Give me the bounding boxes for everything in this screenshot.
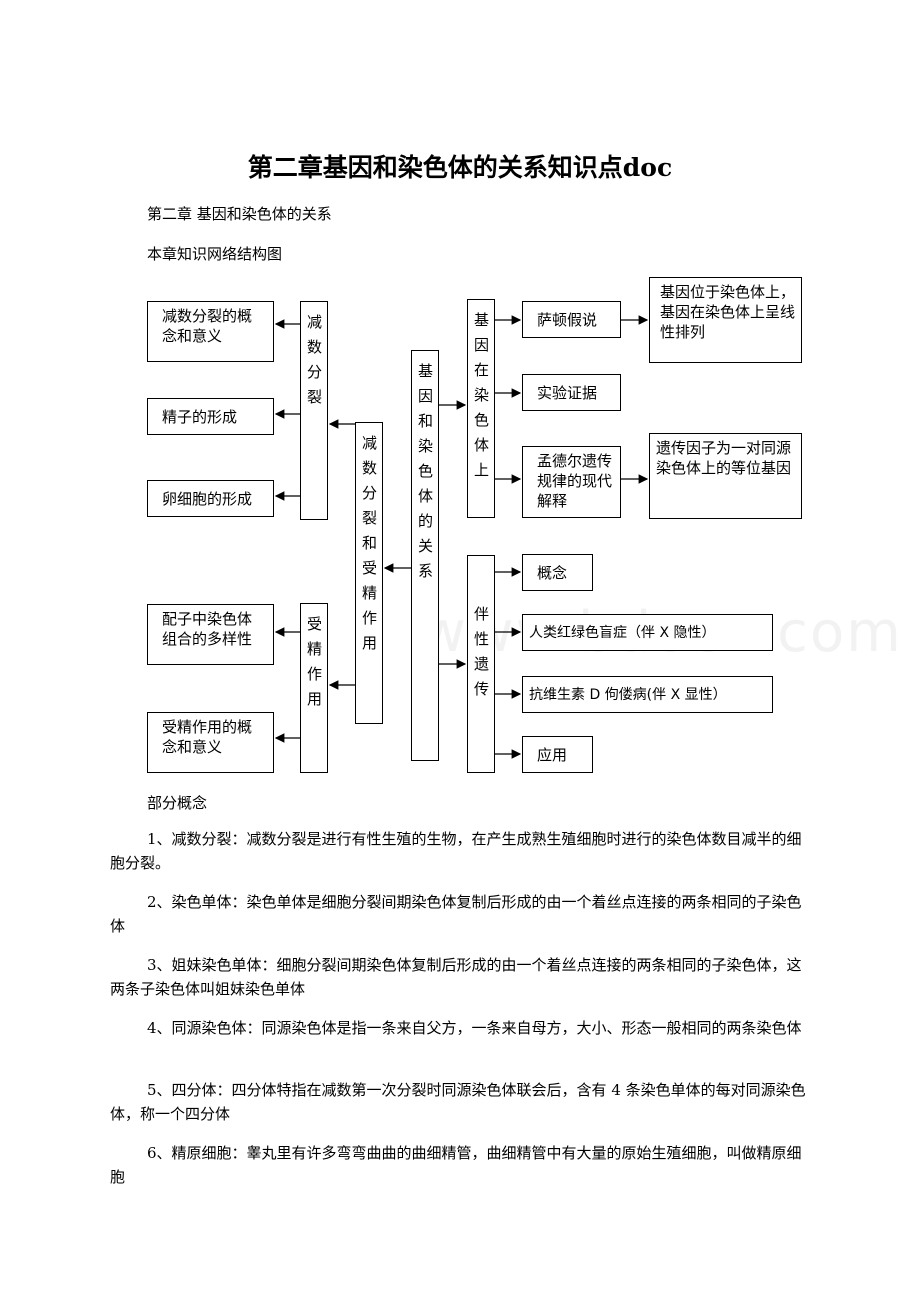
- map-heading: 本章知识网络结构图: [147, 245, 283, 263]
- evidence-box: 实验证据: [522, 374, 621, 411]
- meiosis-fertilization-box: 减数分裂和受精作用: [355, 422, 383, 724]
- page-title: 第二章基因和染色体的关系知识点doc: [247, 153, 673, 182]
- sutton-result-box: 基因位于染色体上，基因在染色体上呈线性排列: [649, 277, 802, 363]
- colorblind-box: 人类红绿色盲症（伴 X 隐性）: [522, 614, 773, 651]
- concept-paragraph: 4、同源染色体：同源染色体是指一条来自父方，一条来自母方，大小、形态一般相同的两…: [147, 1019, 802, 1037]
- concepts-heading: 部分概念: [147, 794, 208, 812]
- mendel-result-box: 遗传因子为一对同源染色体上的等位基因: [649, 433, 802, 519]
- gene-on-chromosome-box: 基因在染色体上: [467, 299, 495, 518]
- concept-paragraph: 2、染色单体：染色单体是细胞分裂间期染色体复制后形成的由一个着丝点连接的两条相同…: [110, 893, 802, 935]
- connector-arrows: [274, 315, 649, 759]
- chapter-subtitle: 第二章 基因和染色体的关系: [147, 205, 332, 223]
- sutton-box: 萨顿假说: [522, 301, 621, 338]
- concept-paragraph: 1、减数分裂：减数分裂是进行有性生殖的生物，在产生成熟生殖细胞时进行的染色体数目…: [110, 830, 802, 872]
- egg-formation-box: 卵细胞的形成: [147, 480, 274, 517]
- sperm-formation-box: 精子的形成: [147, 398, 274, 435]
- root-box: 基因和染色体的关系: [411, 350, 439, 761]
- gamete-diversity-box: 配子中染色体组合的多样性: [147, 604, 274, 665]
- concept-paragraph: 6、精原细胞：睾丸里有许多弯弯曲曲的曲细精管，曲细精管中有大量的原始生殖细胞，叫…: [110, 1144, 802, 1186]
- fertilization-concept-box: 受精作用的概念和意义: [147, 712, 274, 773]
- mendel-box: 孟德尔遗传规律的现代解释: [522, 446, 621, 518]
- rickets-box: 抗维生素 D 佝偻病(伴 X 显性）: [522, 676, 773, 713]
- concept-box: 概念: [522, 554, 593, 591]
- application-box: 应用: [522, 736, 593, 773]
- meiosis-box: 减数分裂: [300, 301, 328, 520]
- concept-paragraph: 3、姐妹染色单体：细胞分裂间期染色体复制后形成的由一个着丝点连接的两条相同的子染…: [110, 956, 802, 998]
- concept-paragraph: 5、四分体：四分体特指在减数第一次分裂时同源染色体联会后，含有 4 条染色单体的…: [110, 1081, 806, 1123]
- fertilization-box: 受精作用: [300, 603, 328, 773]
- sex-linked-box: 伴性遗传: [467, 555, 495, 773]
- meiosis-concept-box: 减数分裂的概念和意义: [147, 301, 274, 362]
